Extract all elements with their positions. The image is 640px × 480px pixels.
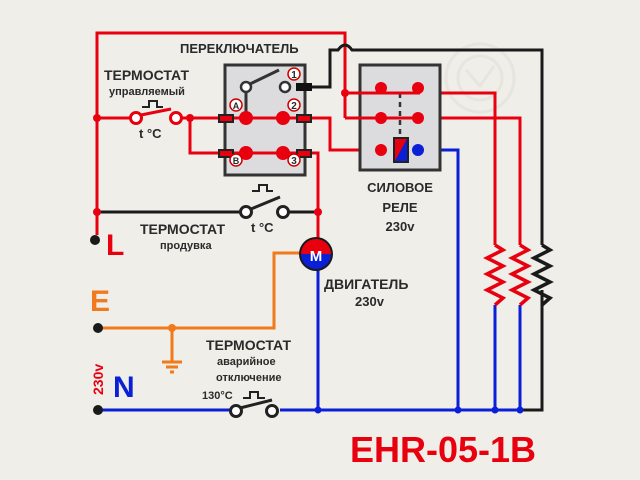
svg-text:1: 1 <box>291 70 297 81</box>
neutral-wires <box>98 148 523 412</box>
voltage-label: 230v <box>90 364 106 395</box>
thermostat-symbol-icon <box>142 100 163 108</box>
switch-terminal-3: 3 <box>287 153 301 167</box>
motor[interactable]: M <box>299 237 333 271</box>
relay-label-line1: СИЛОВОЕ <box>367 180 433 195</box>
terminal-E[interactable] <box>93 323 103 333</box>
thermostat-emergency-sub2: отключение <box>216 372 281 384</box>
heater-1 <box>483 243 507 307</box>
thermostat-blow-title: ТЕРМОСТАТ <box>140 221 225 237</box>
temp-symbol-2: t °C <box>251 220 274 235</box>
power-relay[interactable] <box>345 63 442 172</box>
svg-text:B: B <box>233 156 240 166</box>
switch-terminal-b: B <box>229 153 243 167</box>
heating-elements <box>483 243 554 307</box>
motor-label-line1: ДВИГАТЕЛЬ <box>324 276 408 292</box>
thermostat-controlled-subtitle: управляемый <box>109 86 185 98</box>
thermostat-emergency[interactable] <box>229 391 279 418</box>
thermostat-symbol-icon <box>252 184 273 192</box>
heater-3 <box>530 243 554 307</box>
thermostat-blow[interactable] <box>239 184 290 219</box>
svg-text:2: 2 <box>291 101 297 112</box>
thermostat-emergency-title: ТЕРМОСТАТ <box>206 337 291 353</box>
earth-wires <box>98 251 302 374</box>
emergency-temp: 130°C <box>202 390 233 402</box>
thermostat-controlled[interactable] <box>97 100 190 125</box>
motor-label-line2: 230v <box>355 294 385 309</box>
control-wires <box>97 43 544 412</box>
terminal-E-label: E <box>90 285 110 318</box>
svg-text:3: 3 <box>291 156 297 167</box>
terminal-N[interactable] <box>93 405 103 415</box>
watermark-gear-icon <box>444 42 516 114</box>
svg-text:A: A <box>233 101 240 111</box>
relay-label-line3: 230v <box>386 219 416 234</box>
switch-terminal-2: 2 <box>287 98 301 112</box>
temp-symbol-1: t °C <box>139 126 162 141</box>
thermostat-emergency-sub1: аварийное <box>217 356 276 368</box>
model-title: EHR-05-1B <box>350 429 536 470</box>
switch-terminal-a: A <box>229 98 243 112</box>
thermostat-blow-subtitle: продувка <box>160 240 212 252</box>
switch-terminal-1: 1 <box>287 67 301 81</box>
motor-symbol: M <box>310 248 323 265</box>
terminal-L-label: L <box>106 229 124 262</box>
terminal-L[interactable] <box>90 235 100 245</box>
thermostat-symbol-icon <box>243 391 265 399</box>
terminal-N-label: N <box>113 371 135 404</box>
relay-label-line2: РЕЛЕ <box>382 200 417 215</box>
thermostat-controlled-title: ТЕРМОСТАТ <box>104 67 189 83</box>
heater-2 <box>508 243 532 307</box>
switch-box[interactable]: 1 2 3 A B <box>218 63 313 177</box>
switch-label: ПЕРЕКЛЮЧАТЕЛЬ <box>180 41 299 56</box>
